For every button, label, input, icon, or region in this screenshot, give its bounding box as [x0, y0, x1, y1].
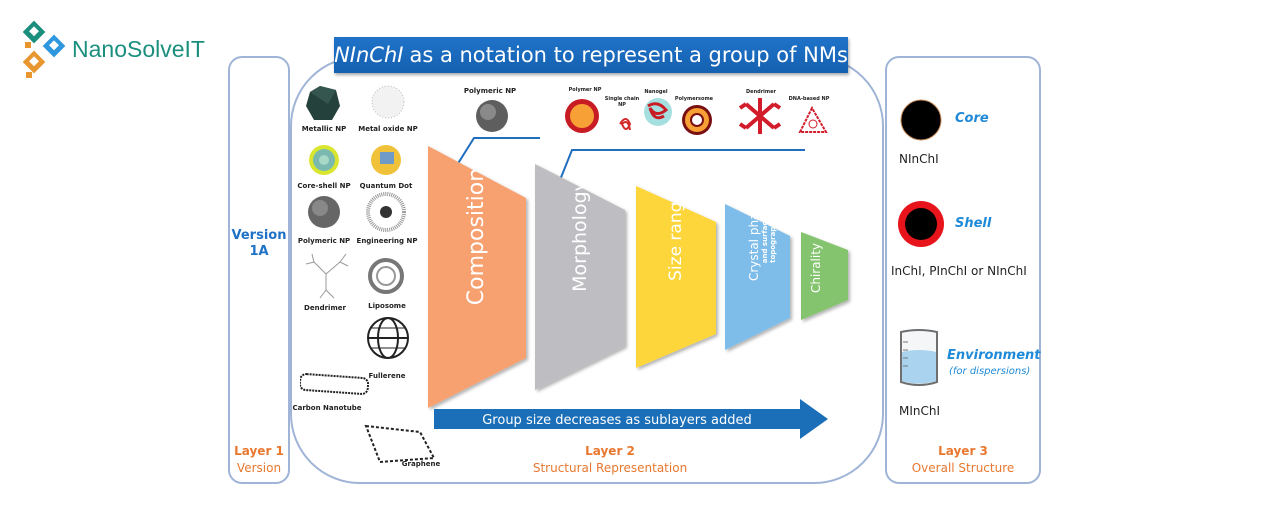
chirality-sublayer [801, 232, 848, 320]
layer2-label: Layer 2 [585, 444, 635, 458]
nanomaterial-icons [300, 85, 436, 464]
morphology-example-label: Dendrimer [746, 89, 776, 95]
np-label: Quantum Dot [359, 182, 413, 190]
core-shell-np-icon [309, 145, 339, 175]
beaker-icon [900, 329, 938, 386]
core-notation: NInChI [899, 152, 939, 166]
morphology-example-label: Single chain NP [604, 96, 640, 108]
nanosolveit-logo: NanoSolveIT [20, 20, 220, 84]
np-label: Graphene [401, 460, 441, 468]
morphology-example-label: DNA-based NP [788, 96, 830, 102]
dendrimer-icon [305, 253, 349, 299]
np-label: Core-shell NP [297, 182, 351, 190]
morphology-icons [565, 98, 828, 135]
sublayers-funnel [428, 146, 848, 408]
layer3-name: Overall Structure [911, 461, 1015, 475]
polymersome-icon [682, 105, 712, 135]
layer3-panel: Core NInChI Shell InChI, PInChI or NInCh… [885, 56, 1041, 484]
shell-icon [898, 201, 944, 247]
logo-text: NanoSolveIT [72, 36, 205, 62]
layer1-panel: Version 1A Layer 1 Version [228, 56, 290, 484]
morphology-example-label: Nanogel [644, 89, 668, 95]
crystal-phase-label-wrap: Crystal phase and surface topography [712, 199, 812, 281]
np-label: Metal oxide NP [358, 125, 418, 133]
diagram-title: NInChI as a notation to represent a grou… [334, 37, 848, 73]
liposome-icon [368, 258, 404, 294]
connector-lines [451, 137, 805, 186]
np-label: Polymeric NP [297, 237, 351, 245]
fullerene-icon [367, 317, 409, 359]
morphology-example-label: Polymersome [674, 96, 714, 102]
composition-sublayer [428, 146, 526, 408]
morphology-example-label: Polymer NP [568, 87, 602, 93]
polymeric-np-icon [476, 100, 508, 132]
chirality-label: Chirality [809, 242, 823, 294]
layer2-name: Structural Representation [532, 461, 688, 475]
version-number: 1A [249, 244, 269, 259]
morphology-label: Morphology [568, 180, 591, 292]
group-size-arrow [434, 399, 828, 439]
dendrimer-icon [738, 98, 782, 134]
version-label: Version [231, 228, 287, 243]
nanogel-icon [644, 98, 672, 126]
core-title: Core [955, 111, 989, 126]
composition-example-label: Polymeric NP [463, 87, 517, 95]
polymeric-np-icon [308, 196, 340, 228]
metal-oxide-np-icon [371, 85, 405, 119]
layer3-label: Layer 3 [938, 444, 988, 458]
graphene-icon [364, 424, 436, 464]
size-range-sublayer [636, 186, 716, 368]
np-label: Metallic NP [301, 125, 347, 133]
morphology-sublayer [535, 164, 625, 390]
polymer-np-icon [565, 99, 599, 133]
arrow-text: Group size decreases as sublayers added [482, 413, 752, 428]
shell-notation: InChI, PInChI or NInChI [891, 264, 1027, 278]
chirality-label-wrap: Chirality [776, 243, 856, 293]
crystal-phase-sublabel: and surface topography [761, 216, 777, 264]
np-label: Engineering NP [356, 237, 418, 245]
np-label: Carbon Nanotube [292, 404, 362, 412]
layer1-label: Layer 1 [234, 444, 284, 458]
layer1-name: Version [236, 461, 282, 475]
title-italic: NInChI [334, 43, 404, 67]
environment-notation: MInChI [899, 404, 941, 418]
single-chain-np-icon [619, 118, 632, 131]
nanosolveit-logo-icon [22, 20, 66, 78]
size-range-label: Size range [665, 191, 686, 281]
shell-title: Shell [955, 216, 992, 231]
dna-based-np-icon [798, 105, 828, 133]
environment-title: Environment [947, 348, 1041, 363]
composition-label: Composition [464, 167, 490, 305]
np-label: Liposome [368, 302, 406, 310]
engineering-np-icon [366, 192, 406, 232]
title-rest: as a notation to represent a group of NM… [409, 43, 848, 67]
crystal-phase-label: Crystal phase [747, 198, 761, 282]
crystal-phase-sublayer [725, 204, 790, 350]
carbon-nanotube-icon [300, 373, 370, 395]
np-label: Dendrimer [304, 304, 346, 312]
environment-subtitle: (for dispersions) [949, 366, 1031, 377]
quantum-dot-icon [371, 145, 401, 175]
composition-label-wrap: Composition [417, 167, 537, 304]
np-label: Fullerene [368, 372, 406, 380]
metallic-np-icon [306, 86, 340, 120]
core-icon [900, 99, 942, 141]
